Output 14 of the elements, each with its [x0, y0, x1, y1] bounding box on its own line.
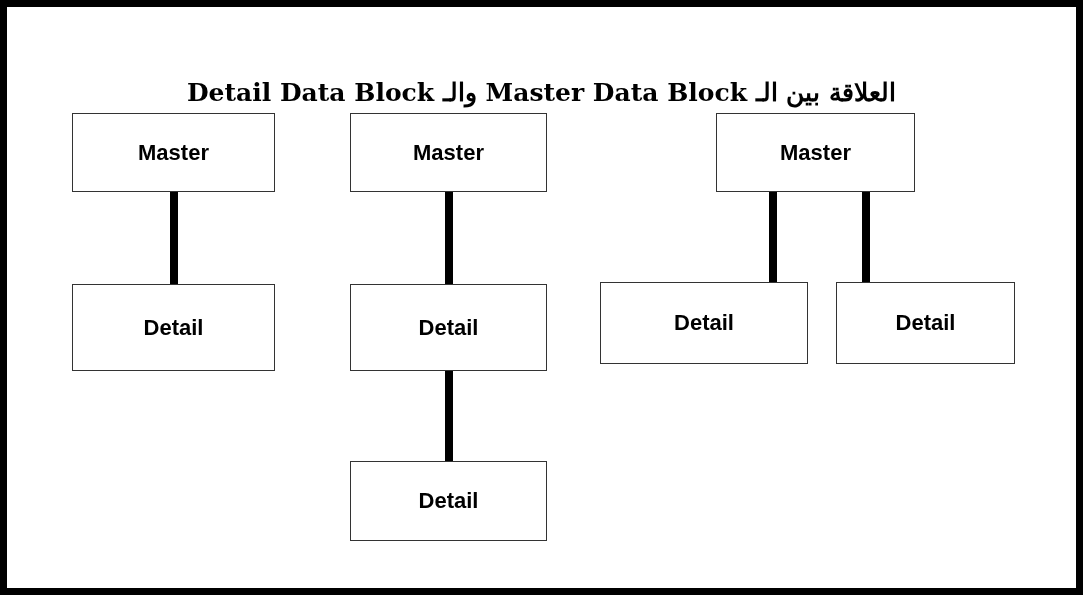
- connector-line: [445, 371, 453, 461]
- entity-box: Detail: [72, 284, 275, 371]
- entity-box: Master: [72, 113, 275, 192]
- entity-box: Detail: [350, 284, 547, 371]
- entity-box: Detail: [836, 282, 1015, 364]
- entity-box: Master: [716, 113, 915, 192]
- connector-line: [170, 192, 178, 284]
- connector-line: [445, 192, 453, 284]
- entity-box: Detail: [600, 282, 808, 364]
- connector-line: [769, 192, 777, 282]
- entity-box: Detail: [350, 461, 547, 541]
- connector-line: [862, 192, 870, 282]
- entity-box: Master: [350, 113, 547, 192]
- title: العلاقة بين الـ Master Data Block والـ Detail Data Block: [185, 78, 898, 107]
